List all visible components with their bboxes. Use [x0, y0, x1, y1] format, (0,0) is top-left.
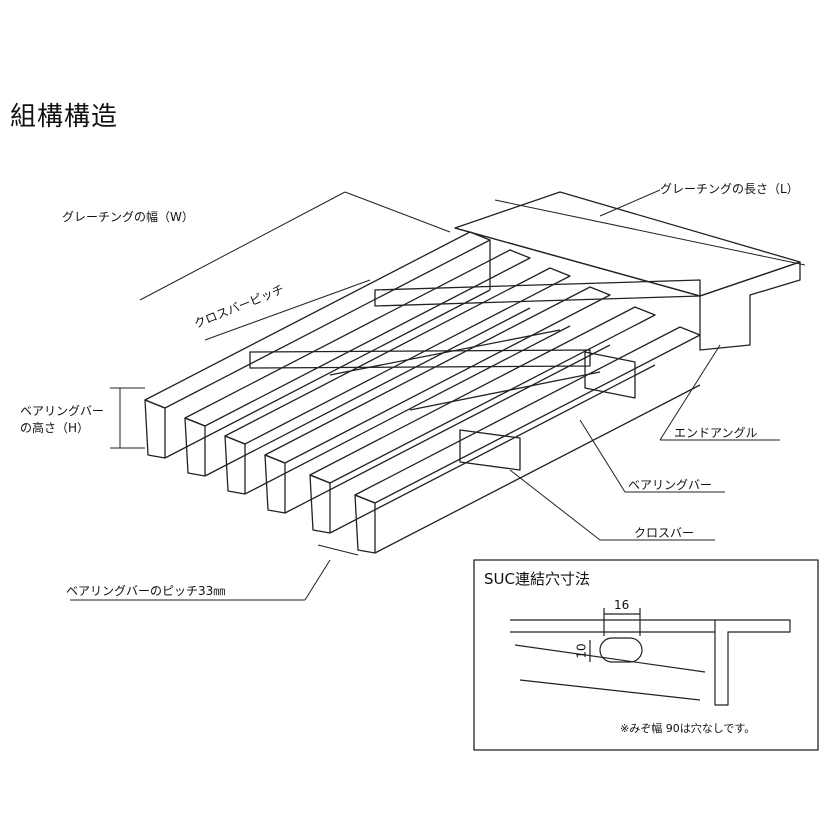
- bearing-bar-height-label-2: の高さ（H）: [20, 421, 90, 435]
- width-label: グレーチングの幅（W）: [62, 210, 194, 224]
- inset-drawing: [510, 608, 791, 706]
- length-label: グレーチングの長さ（L）: [660, 182, 799, 196]
- cross-bars: [249, 279, 701, 471]
- inset-dim-width: 16: [614, 598, 630, 612]
- bearing-bar-height-label-1: ベアリングバー: [20, 404, 105, 418]
- inset-dim-height: 10: [574, 643, 589, 659]
- inset-title: SUC連結穴寸法: [484, 570, 590, 588]
- bearing-bars: [144, 231, 701, 554]
- bearing-bar-pitch-label: ベアリングバーのピッチ33㎜: [66, 584, 226, 598]
- end-angle-label: エンドアングル: [674, 426, 758, 440]
- inset-note: ※みぞ幅 90は穴なしです。: [620, 722, 756, 735]
- dimension-lines: [70, 189, 806, 601]
- bearing-bar-label: ベアリングバー: [628, 478, 713, 492]
- inset-box: [473, 559, 819, 751]
- page-title: 組構構造: [10, 102, 119, 132]
- end-angle-shape: [454, 191, 801, 351]
- cross-bar-label: クロスバー: [634, 526, 695, 540]
